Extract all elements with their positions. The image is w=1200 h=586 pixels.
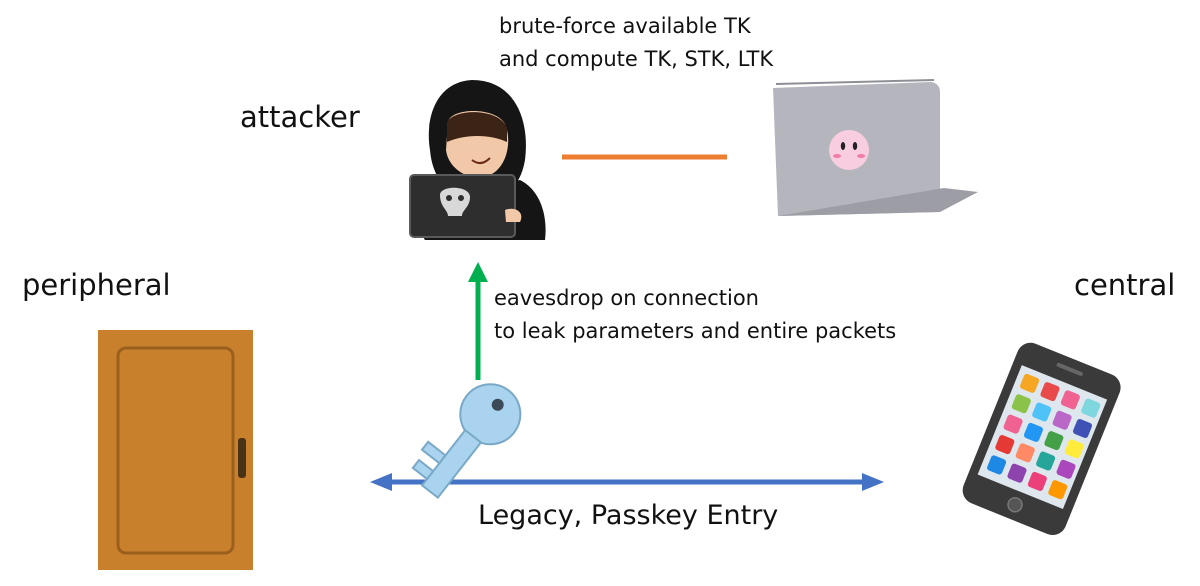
pairing-arrow <box>370 473 884 491</box>
eavesdrop-annotation: eavesdrop on connection to leak paramete… <box>494 282 896 348</box>
peripheral-label: peripheral <box>22 268 171 302</box>
attacker-annotation: brute-force available TK and compute TK,… <box>499 10 773 76</box>
pairing-method-label: Legacy, Passkey Entry <box>478 500 779 531</box>
attacker-annotation-line2: and compute TK, STK, LTK <box>499 47 774 71</box>
eavesdrop-annotation-line1: eavesdrop on connection <box>494 286 759 310</box>
smartphone-icon <box>962 342 1121 536</box>
eavesdrop-arrow <box>468 262 488 380</box>
door-icon <box>98 330 253 570</box>
attacker-label: attacker <box>240 100 360 134</box>
hooded-hacker-icon <box>409 80 546 240</box>
central-label: central <box>1074 268 1176 302</box>
eavesdrop-annotation-line2: to leak parameters and entire packets <box>494 319 897 343</box>
attacker-annotation-line1: brute-force available TK <box>499 14 751 38</box>
key-icon <box>411 383 522 500</box>
laptop-icon <box>773 79 978 216</box>
